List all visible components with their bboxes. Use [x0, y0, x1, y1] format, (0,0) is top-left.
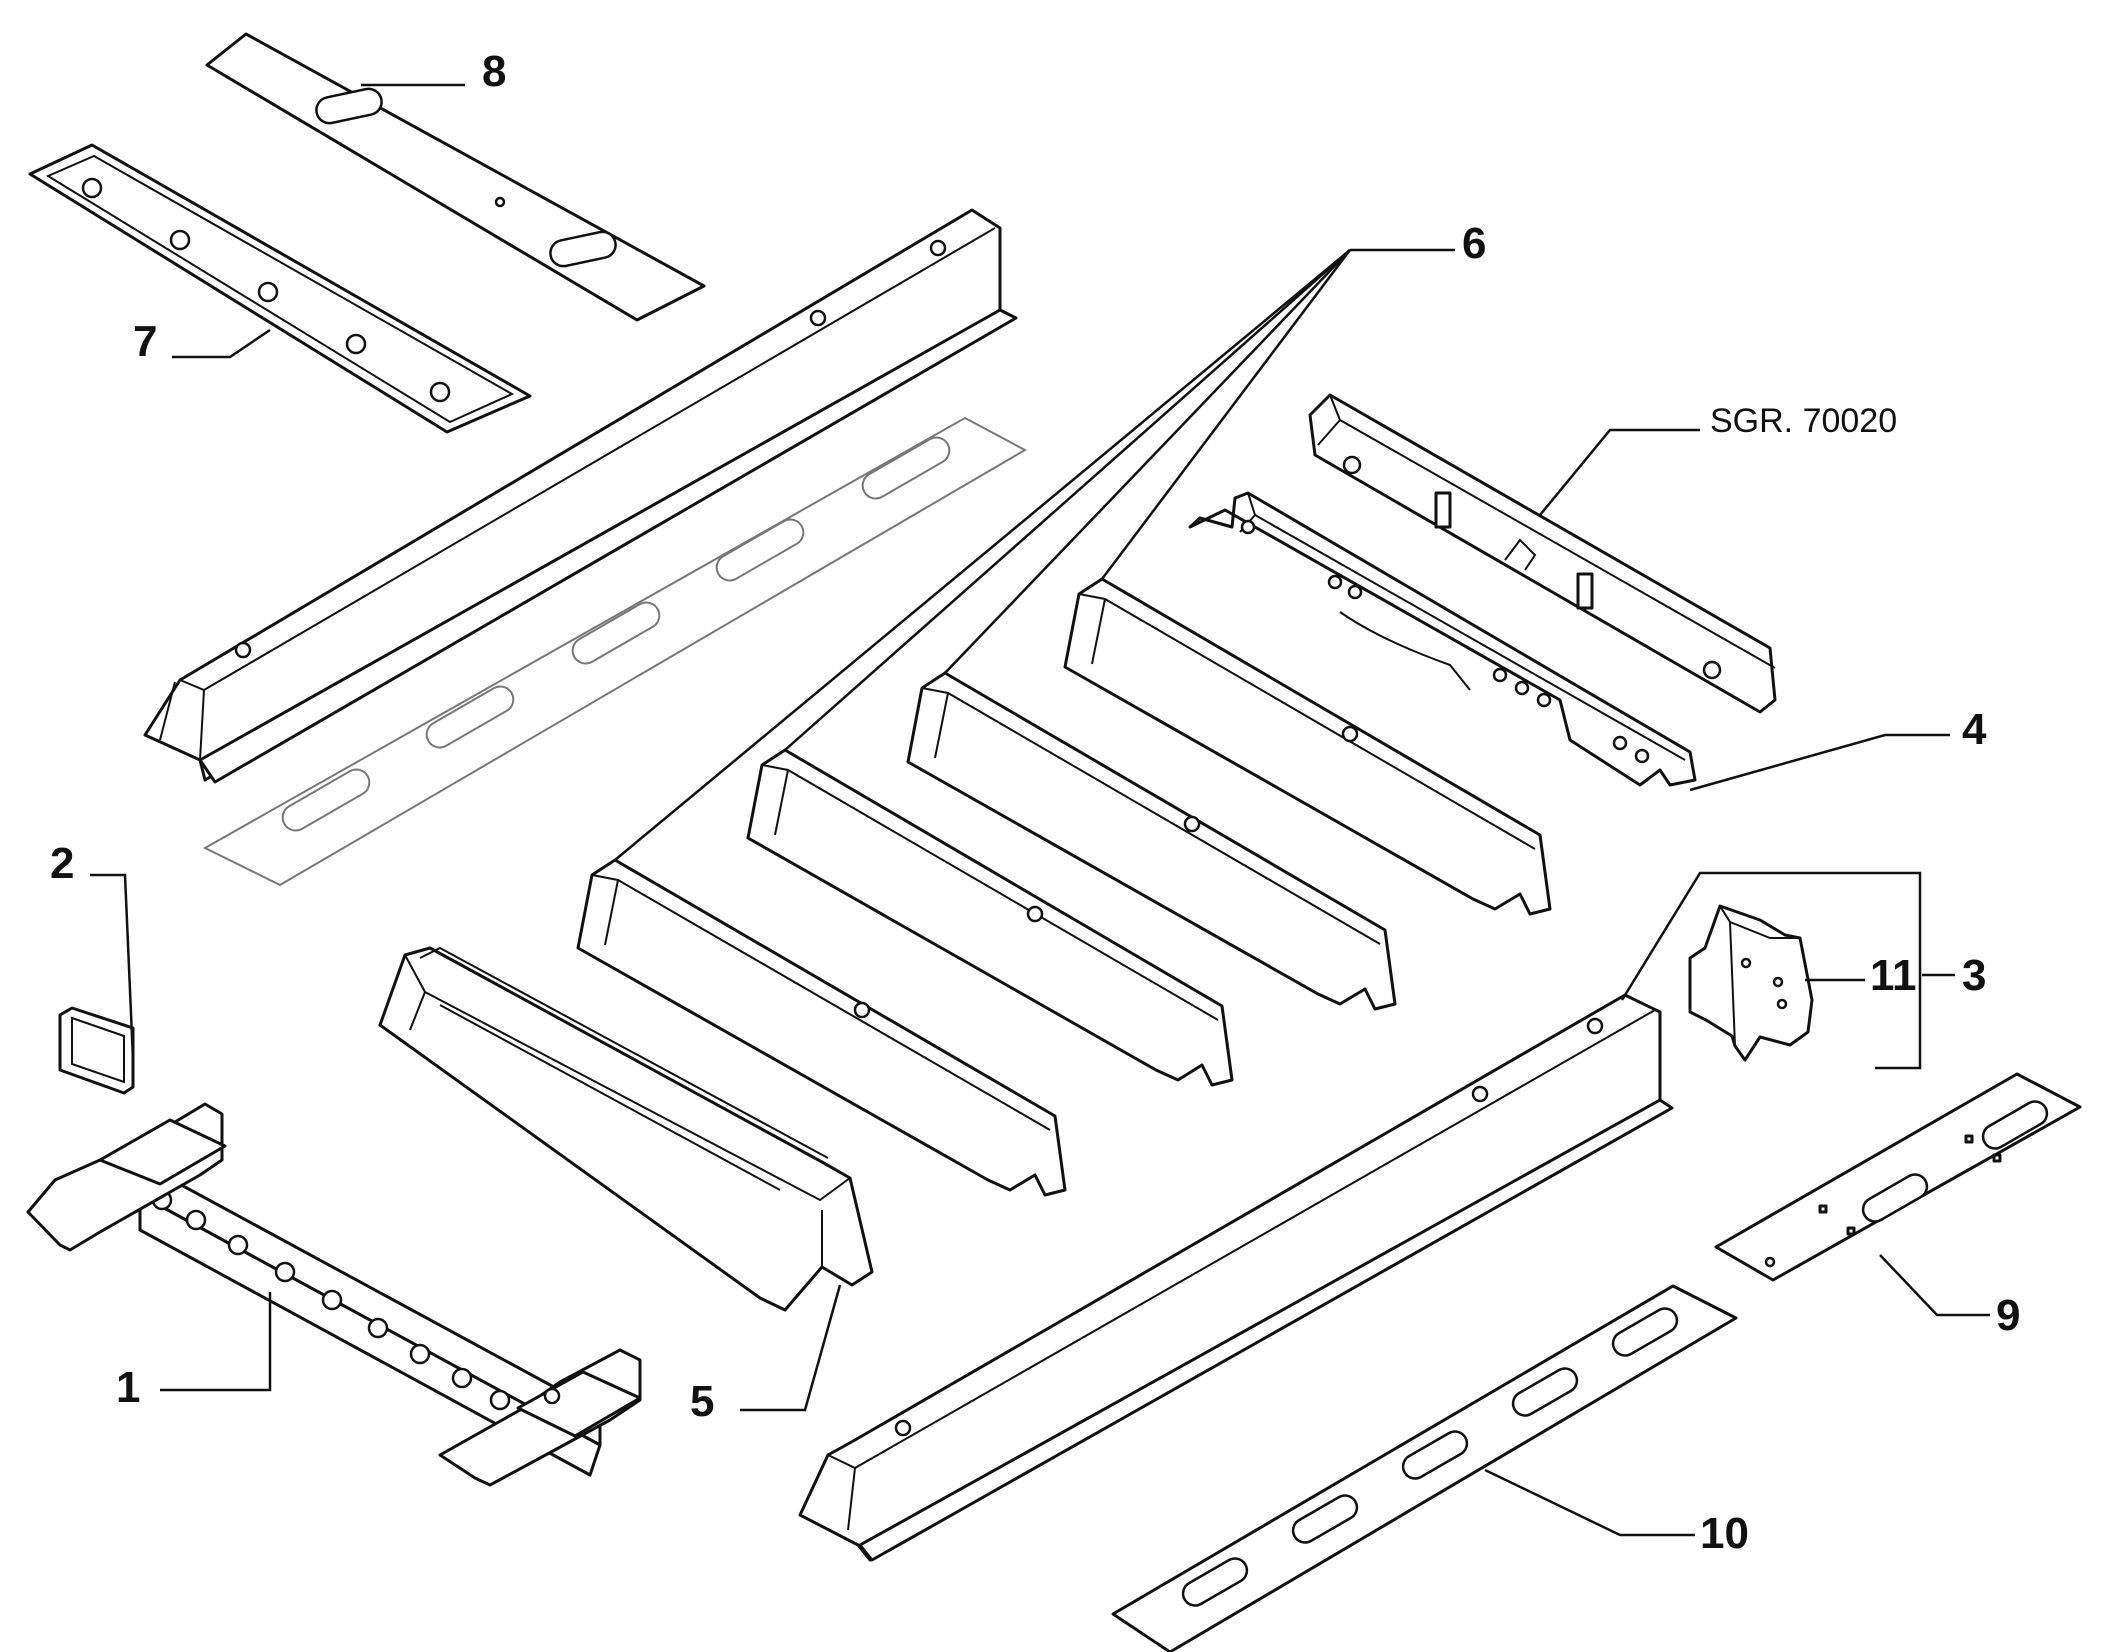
part-3-long-channel — [798, 993, 1674, 1562]
part-6-channel-a — [576, 858, 1067, 1197]
callout-7: 7 — [133, 317, 157, 366]
callout-labels: 8 7 6 SGR. 70020 4 2 11 3 1 5 9 10 — [50, 47, 2020, 1558]
callout-4: 4 — [1962, 705, 1987, 754]
part-8-plate — [205, 32, 706, 322]
callout-9: 9 — [1996, 1291, 2020, 1340]
callout-11: 11 — [1870, 951, 1917, 1000]
long-channel-top — [143, 208, 1018, 784]
part-6-channel-c — [906, 671, 1397, 1011]
callout-10: 10 — [1700, 1509, 1749, 1558]
part-2-cap — [58, 1006, 135, 1095]
part-5-channel — [378, 946, 874, 1312]
part-9-plate — [1714, 1072, 2082, 1282]
part-11-bracket — [1688, 904, 1814, 1062]
callout-2: 2 — [50, 839, 74, 888]
reference-label: SGR. 70020 — [1710, 402, 1897, 440]
callout-3: 3 — [1962, 951, 1986, 1000]
part-10-plate — [1111, 1284, 1738, 1652]
callout-8: 8 — [482, 47, 506, 96]
part-6-channel-b — [746, 748, 1234, 1087]
callout-5: 5 — [690, 1377, 714, 1426]
callout-1: 1 — [116, 1363, 140, 1412]
part-7-plate — [28, 143, 532, 434]
callout-6: 6 — [1462, 219, 1486, 268]
sgr-box-beam — [1308, 393, 1777, 714]
part-6-channel-d — [1063, 577, 1552, 916]
faint-plate — [202, 416, 1028, 887]
leader-lines — [90, 83, 1990, 1537]
part-4-rail — [1188, 491, 1697, 787]
part-1-crossmember — [26, 1102, 642, 1487]
